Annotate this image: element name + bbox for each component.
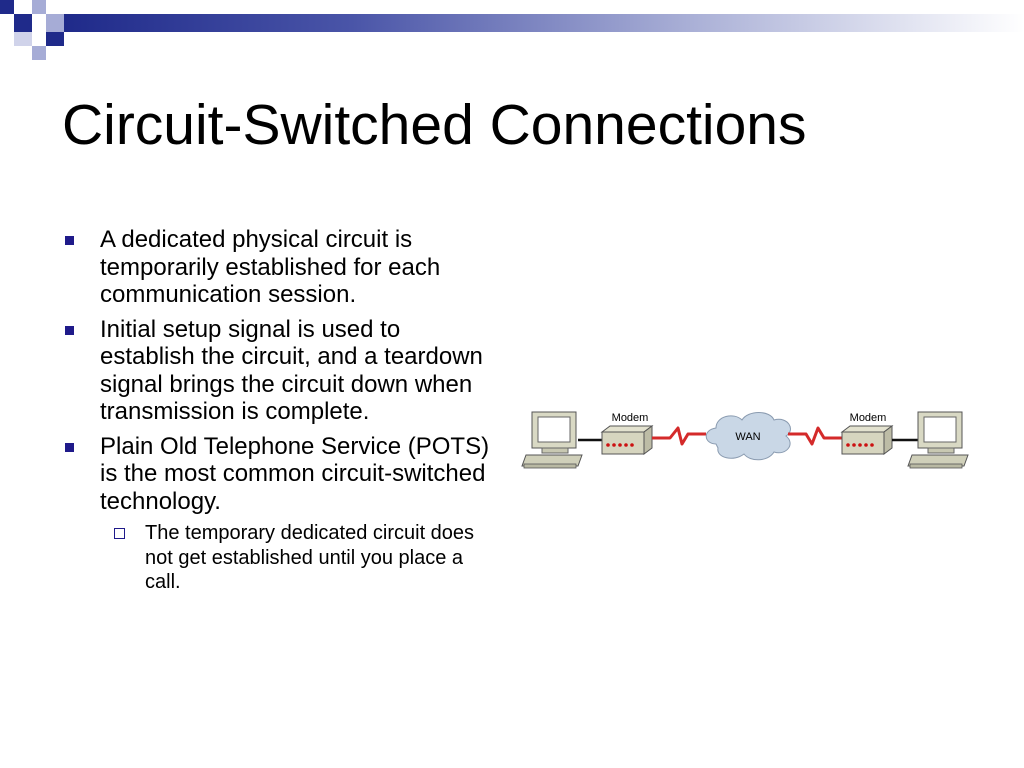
deco-square	[32, 0, 46, 14]
deco-square	[14, 32, 32, 46]
sub-bullet-item: The temporary dedicated circuit does not…	[105, 521, 500, 595]
left-wan-link	[652, 426, 706, 446]
network-diagram: Modem WAN Modem	[521, 411, 969, 469]
bullet-text: A dedicated physical circuit is temporar…	[100, 226, 441, 308]
sub-bullet-list: The temporary dedicated circuit does not…	[105, 521, 500, 595]
deco-square	[32, 46, 46, 60]
bullet-text: Plain Old Telephone Service (POTS) is th…	[100, 432, 490, 515]
deco-square	[0, 0, 14, 14]
bullet-item: Initial setup signal is used to establis…	[60, 316, 500, 426]
left-modem-icon	[600, 425, 654, 455]
deco-square	[14, 14, 32, 32]
right-wan-link	[788, 426, 842, 446]
square-bullet-icon	[65, 325, 74, 335]
deco-square	[46, 32, 64, 46]
right-modem-icon	[840, 425, 894, 455]
square-bullet-icon	[65, 442, 74, 452]
bullet-text: Initial setup signal is used to establis…	[100, 315, 483, 426]
bullet-item: A dedicated physical circuit is temporar…	[60, 226, 500, 309]
wan-label: WAN	[735, 431, 760, 443]
right-computer-icon	[907, 411, 969, 469]
bullet-list: A dedicated physical circuit is temporar…	[60, 226, 500, 602]
square-bullet-icon	[65, 236, 74, 245]
deco-square	[46, 14, 64, 32]
wan-cloud-icon	[705, 412, 791, 461]
left-computer-icon	[521, 411, 583, 469]
header-gradient-bar	[64, 14, 1024, 32]
slide-title: Circuit-Switched Connections	[62, 93, 807, 157]
right-modem-label: Modem	[850, 412, 887, 424]
left-modem-label: Modem	[612, 412, 649, 424]
header-decoration	[0, 0, 1024, 70]
bullet-item: Plain Old Telephone Service (POTS) is th…	[60, 433, 500, 595]
sub-bullet-text: The temporary dedicated circuit does not…	[145, 522, 475, 593]
hollow-square-bullet-icon	[114, 528, 125, 539]
